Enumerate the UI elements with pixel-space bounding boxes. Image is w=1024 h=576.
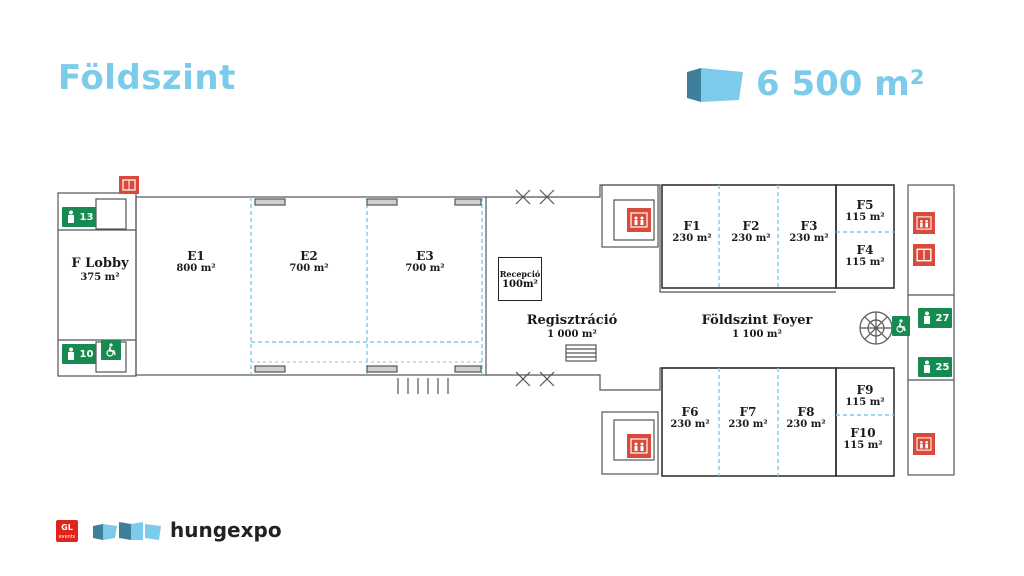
toilet-icon [67,347,74,360]
restroom-badge-25: 25 [918,357,952,377]
restroom-badge-10: 10 [62,344,96,364]
restroom-badge-13: 13 [62,207,96,227]
elevator-badge-east-3 [913,433,935,455]
svg-text:events: events [59,534,76,540]
room-recepcio: Recepció 100m² [498,257,542,301]
toilet-icon [923,311,930,324]
room-foyer: Földszint Foyer 1 100 m² [701,313,813,340]
elevator-icon [916,248,932,262]
room-e1: E1 800 m² [176,248,216,275]
elevator-badge-east-2 [913,244,935,266]
elevator-badge-north [627,208,651,232]
svg-text:GL: GL [61,523,73,532]
room-f10: F10 115 m² [843,425,883,452]
room-f1: F1 230 m² [672,218,712,245]
accessible-badge-west [101,340,121,360]
room-f3: F3 230 m² [789,218,829,245]
wheelchair-icon [896,319,906,333]
elevator-icon [916,216,932,230]
hungexpo-bars-logo [93,522,161,540]
room-f4: F4 115 m² [845,242,885,269]
elevator-icon [122,179,136,191]
room-f2: F2 230 m² [731,218,771,245]
page-title: Földszint [58,58,236,98]
room-f8: F8 230 m² [786,404,826,431]
restroom-badge-27: 27 [918,308,952,328]
elevator-badge-east-1 [913,212,935,234]
toilet-icon [923,360,930,373]
total-area: 6 500 m² [756,64,925,104]
room-f6: F6 230 m² [670,404,710,431]
elevator-icon [630,438,648,454]
area-icon [687,68,743,102]
gl-events-logo: GL events [56,520,78,542]
elevator-icon [630,212,648,228]
accessible-badge-east [892,316,910,336]
room-f7: F7 230 m² [728,404,768,431]
brand-name: hungexpo [170,518,282,542]
room-f9: F9 115 m² [845,382,885,409]
toilet-icon [67,210,74,223]
hall-e-outline [135,196,487,376]
elevator-icon [916,437,932,451]
room-f-lobby: F Lobby 375 m² [71,256,129,283]
room-regisztracio: Regisztráció 1 000 m² [526,313,618,340]
room-e2: E2 700 m² [289,248,329,275]
room-f5: F5 115 m² [845,197,885,224]
elevator-badge-west [119,176,139,194]
room-e3: E3 700 m² [405,248,445,275]
elevator-badge-south [627,434,651,458]
wheelchair-icon [106,343,116,357]
